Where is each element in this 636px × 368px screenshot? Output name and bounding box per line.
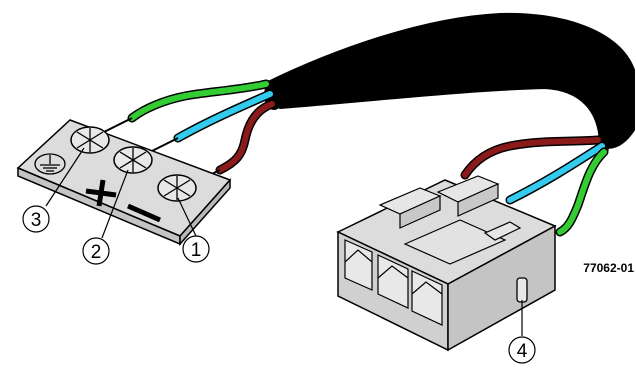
callout-3: 3 (22, 205, 50, 233)
connector-slots (344, 239, 443, 326)
callout-leaders (45, 147, 523, 336)
callout-2: 2 (82, 237, 110, 265)
svg-text:3: 3 (31, 210, 42, 231)
power-connector (336, 175, 557, 352)
svg-text:1: 1 (191, 240, 202, 261)
right-wires (460, 135, 609, 237)
minus-symbol (126, 203, 162, 223)
svg-text:2: 2 (91, 242, 102, 263)
ground-terminal-screw (70, 126, 110, 154)
svg-text:4: 4 (517, 341, 528, 362)
ground-symbol-icon (34, 153, 66, 175)
connector-latch (516, 277, 528, 303)
callout-1: 1 (182, 235, 210, 263)
plus-symbol (85, 179, 117, 207)
negative-terminal-screw (157, 174, 197, 202)
callout-4: 4 (508, 336, 536, 364)
figure-id: 77062-01 (583, 261, 634, 275)
connector-side (447, 224, 556, 352)
positive-terminal-screw (113, 146, 153, 174)
cable-jacket (264, 12, 635, 157)
